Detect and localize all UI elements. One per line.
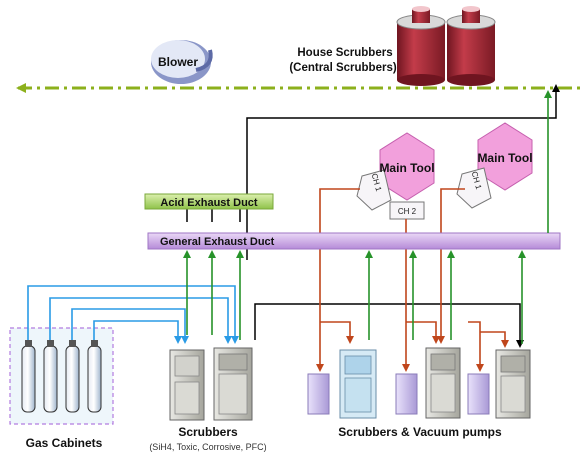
gas-cylinder-2-icon <box>43 340 58 413</box>
scrubber-unit-3-icon <box>339 349 377 419</box>
gas-lines <box>27 285 239 344</box>
blower-icon <box>151 40 213 84</box>
ch-2-label: CH 2 <box>398 207 417 216</box>
vacuum-pump-2-icon <box>395 373 418 415</box>
scrubber-unit-1-icon <box>169 349 205 421</box>
house-scrubber-1-icon <box>396 6 446 86</box>
scrubbers-label: Scrubbers <box>178 425 238 439</box>
house-scrubbers-label-line1: House Scrubbers <box>297 47 392 59</box>
house-scrubbers-label-line2: (Central Scrubbers) <box>289 62 397 74</box>
vacuum-pump-3-icon <box>467 373 490 415</box>
scrubbers-vacuum-pumps-label: Scrubbers & Vacuum pumps <box>338 425 502 439</box>
main-tool-1-label: Main Tool <box>379 161 434 175</box>
main-tool-2-label: Main Tool <box>477 151 532 165</box>
blower-label: Blower <box>158 55 198 69</box>
gas-cylinder-1-icon <box>21 340 36 413</box>
green-exhaust-lines <box>183 90 552 344</box>
acid-exhaust-duct-label: Acid Exhaust Duct <box>160 197 258 209</box>
acid-exhaust-duct <box>144 193 274 210</box>
general-exhaust-duct-label: General Exhaust Duct <box>160 236 275 248</box>
vacuum-pump-1-icon <box>307 373 330 415</box>
scrubber-unit-5-icon <box>495 349 531 419</box>
scrubbers-detail-label: (SiH4, Toxic, Corrosive, PFC) <box>149 442 266 452</box>
gas-cabinets-label: Gas Cabinets <box>26 436 103 450</box>
gas-cylinder-4-icon <box>87 340 102 413</box>
scrubber-unit-4-icon <box>425 347 461 419</box>
main-tool-2-icon <box>456 122 533 209</box>
gas-cylinder-3-icon <box>65 340 80 413</box>
house-scrubber-2-icon <box>446 6 496 86</box>
scrubber-unit-2-icon <box>213 347 253 421</box>
main-tool-1-icon <box>356 132 435 220</box>
general-exhaust-duct <box>147 232 561 250</box>
